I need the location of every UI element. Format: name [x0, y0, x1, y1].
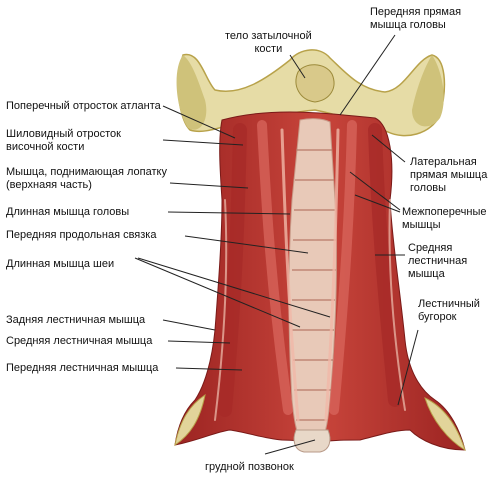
label-longus-colli: Длинная мышца шеи	[6, 258, 115, 270]
label-scalene-tubercle: Лестничный бугорок	[418, 298, 480, 323]
label-anterior-longitudinal-ligament: Передняя продольная связка	[6, 229, 157, 241]
rib-right	[424, 397, 466, 452]
label-middle-scalene-left: Средняя лестничная мышца	[6, 335, 153, 347]
rib-left	[174, 393, 206, 447]
mastoid-right	[412, 55, 444, 127]
label-thoracic-vertebra: грудной позвонок	[205, 461, 294, 473]
occipital-body	[295, 64, 335, 103]
label-occipital-body: тело затылочной кости	[225, 30, 312, 55]
label-rectus-capitis-lateralis: Латеральная прямая мышца головы	[410, 156, 488, 194]
label-levator-scapulae: Мышца, поднимающая лопатку (верхнаяя час…	[6, 166, 167, 191]
mastoid-left	[176, 55, 207, 130]
label-styloid-process: Шиловидный отросток височной кости	[6, 128, 121, 153]
leader-lines	[134, 34, 419, 455]
label-longus-capitis: Длинная мышца головы	[6, 206, 130, 218]
vertebra-segments	[292, 149, 336, 421]
label-rectus-capitis-anterior: Передняя прямая мышца головы	[370, 6, 462, 31]
label-intertransverse: Межпоперечные мышцы	[402, 206, 487, 231]
label-atlas-transverse-process: Поперечный отросток атланта	[6, 100, 161, 112]
label-posterior-scalene: Задняя лестничная мышца	[6, 314, 146, 326]
label-middle-scalene-right: Средняя лестничная мышца	[408, 242, 468, 280]
label-anterior-scalene: Передняя лестничная мышца	[6, 362, 159, 374]
